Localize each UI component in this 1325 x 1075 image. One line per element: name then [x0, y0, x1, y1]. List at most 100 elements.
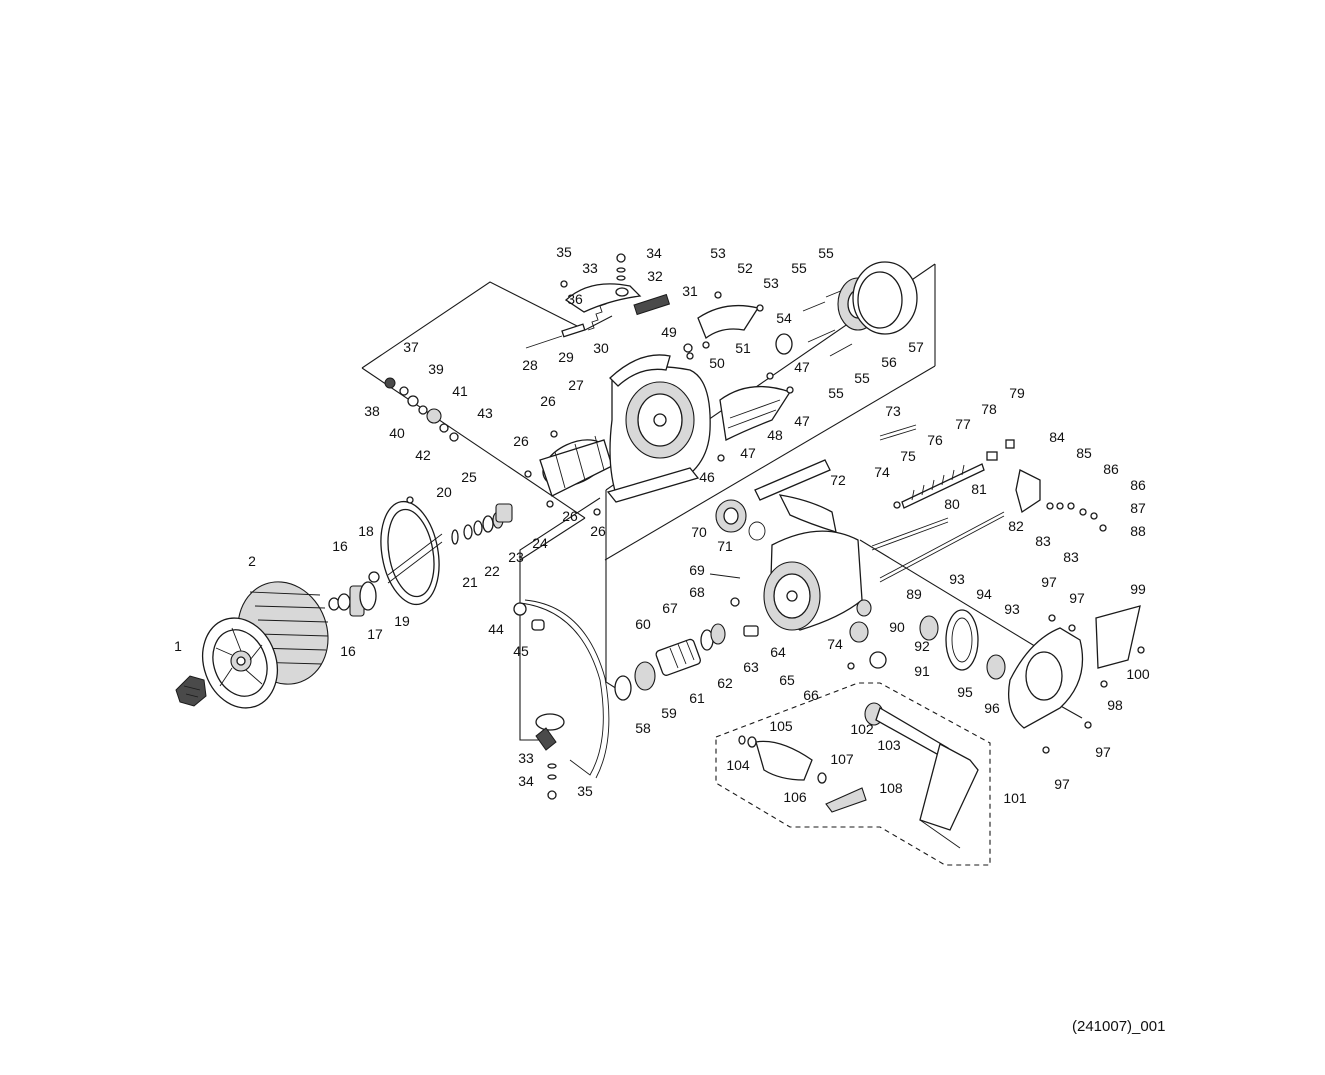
oscillation-parts: [871, 424, 1107, 583]
rotor-side-cover-part: [717, 372, 794, 462]
part-callout-51: 51: [735, 340, 751, 356]
part-callout-37: 37: [403, 339, 419, 355]
rotor-housing-part: [606, 354, 711, 503]
part-callout-52: 52: [737, 260, 753, 276]
part-callout-47: 47: [794, 359, 810, 375]
part-callout-34: 34: [646, 245, 662, 261]
part-callout-31: 31: [682, 283, 698, 299]
part-callout-27: 27: [568, 377, 584, 393]
pinion-gear-group-part: [614, 573, 759, 701]
part-callout-47: 47: [794, 413, 810, 429]
part-callout-36: 36: [567, 291, 583, 307]
diagram-reference-code: (241007)_001: [1072, 1018, 1166, 1035]
pinion-washers-part: [328, 571, 380, 617]
part-callout-55: 55: [828, 385, 844, 401]
part-callout-42: 42: [415, 447, 431, 463]
part-callout-24: 24: [532, 535, 548, 551]
part-callout-17: 17: [367, 626, 383, 642]
part-callout-35: 35: [577, 783, 593, 799]
rotor-bail-part: [380, 496, 443, 606]
part-callout-94: 94: [976, 586, 992, 602]
part-callout-84: 84: [1049, 429, 1065, 445]
part-callout-81: 81: [971, 481, 987, 497]
part-callout-34: 34: [518, 773, 534, 789]
part-callout-19: 19: [394, 613, 410, 629]
bail-arm-parts: [525, 253, 671, 349]
part-callout-107: 107: [830, 751, 854, 767]
part-callout-70: 70: [691, 524, 707, 540]
gear-box-body-part: [715, 459, 863, 631]
part-callout-45: 45: [513, 643, 529, 659]
part-callout-97: 97: [1054, 776, 1070, 792]
part-callout-102: 102: [850, 721, 874, 737]
part-callout-104: 104: [726, 757, 750, 773]
part-callout-83: 83: [1035, 533, 1051, 549]
bail-support-stack-part: [384, 377, 459, 442]
part-callout-40: 40: [389, 425, 405, 441]
part-callout-47: 47: [740, 445, 756, 461]
part-callout-89: 89: [906, 586, 922, 602]
part-callout-35: 35: [556, 244, 572, 260]
part-callout-65: 65: [779, 672, 795, 688]
part-callout-46: 46: [699, 469, 715, 485]
part-callout-55: 55: [818, 245, 834, 261]
part-callout-71: 71: [717, 538, 733, 554]
part-callout-59: 59: [661, 705, 677, 721]
part-callout-86: 86: [1130, 477, 1146, 493]
part-callout-2: 2: [248, 553, 256, 569]
part-callout-18: 18: [358, 523, 374, 539]
part-callout-22: 22: [484, 563, 500, 579]
rotor-nut-stack-part: [451, 503, 513, 545]
part-callout-82: 82: [1008, 518, 1024, 534]
part-callout-108: 108: [879, 780, 903, 796]
part-callout-57: 57: [908, 339, 924, 355]
part-callout-56: 56: [881, 354, 897, 370]
part-callout-26: 26: [590, 523, 606, 539]
handle-assembly-part: [738, 702, 979, 849]
part-callout-21: 21: [462, 574, 478, 590]
part-callout-98: 98: [1107, 697, 1123, 713]
part-callout-28: 28: [522, 357, 538, 373]
part-callout-38: 38: [364, 403, 380, 419]
spool-part: [202, 581, 329, 709]
part-callout-85: 85: [1076, 445, 1092, 461]
part-callout-96: 96: [984, 700, 1000, 716]
part-callout-76: 76: [927, 432, 943, 448]
part-callout-105: 105: [769, 718, 793, 734]
part-callout-95: 95: [957, 684, 973, 700]
part-callout-64: 64: [770, 644, 786, 660]
part-callout-75: 75: [900, 448, 916, 464]
part-callout-80: 80: [944, 496, 960, 512]
rotor-part: [524, 430, 613, 516]
part-callout-26: 26: [513, 433, 529, 449]
part-callout-77: 77: [955, 416, 971, 432]
part-callout-73: 73: [885, 403, 901, 419]
part-callout-41: 41: [452, 383, 468, 399]
drive-gear-group-part: [847, 599, 1145, 754]
part-callout-88: 88: [1130, 523, 1146, 539]
part-callout-97: 97: [1069, 590, 1085, 606]
part-callout-66: 66: [803, 687, 819, 703]
part-callout-60: 60: [635, 616, 651, 632]
part-callout-106: 106: [783, 789, 807, 805]
part-callout-100: 100: [1126, 666, 1150, 682]
part-callout-55: 55: [791, 260, 807, 276]
part-callout-48: 48: [767, 427, 783, 443]
part-callout-20: 20: [436, 484, 452, 500]
part-callout-53: 53: [763, 275, 779, 291]
part-callout-101: 101: [1003, 790, 1027, 806]
part-callout-97: 97: [1095, 744, 1111, 760]
part-callout-74: 74: [827, 636, 843, 652]
part-callout-91: 91: [914, 663, 930, 679]
part-callout-87: 87: [1130, 500, 1146, 516]
part-callout-33: 33: [582, 260, 598, 276]
part-callout-16: 16: [340, 643, 356, 659]
part-callout-50: 50: [709, 355, 725, 371]
part-callout-25: 25: [461, 469, 477, 485]
part-callout-39: 39: [428, 361, 444, 377]
part-callout-29: 29: [558, 349, 574, 365]
part-callout-93: 93: [1004, 601, 1020, 617]
part-callout-61: 61: [689, 690, 705, 706]
part-callout-58: 58: [635, 720, 651, 736]
